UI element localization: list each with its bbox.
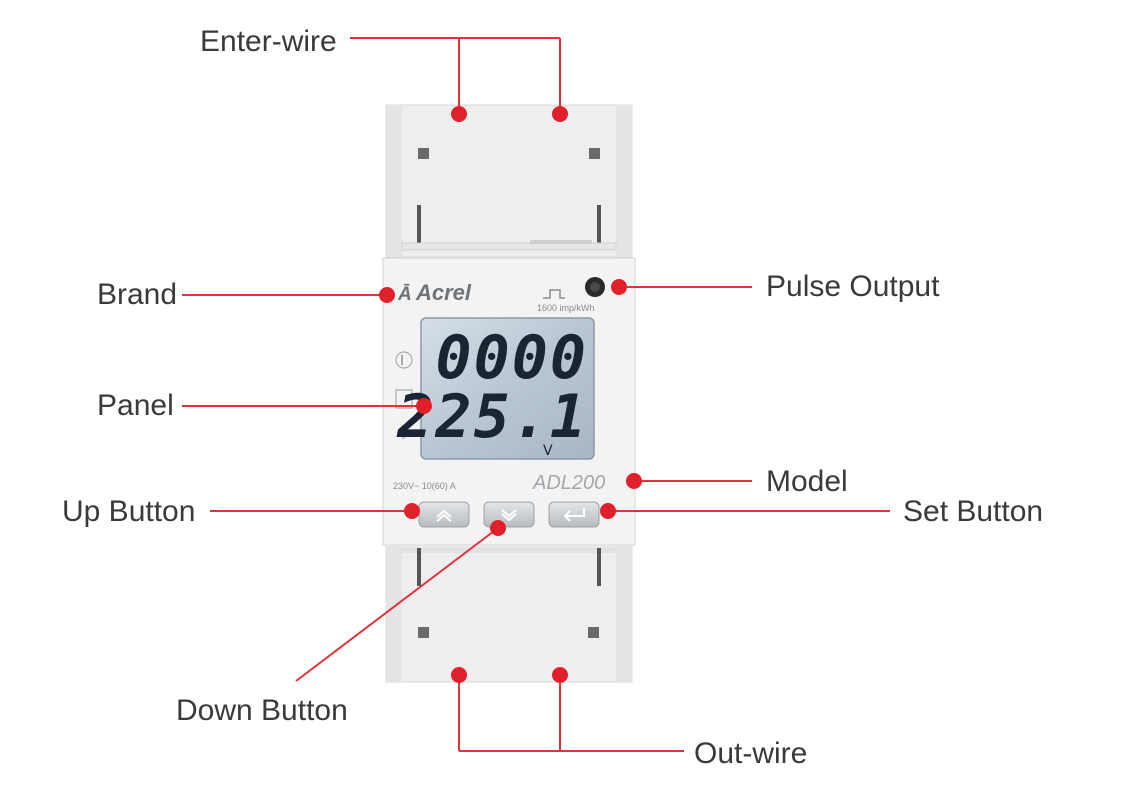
brand-logo-text: Acrel	[415, 280, 472, 305]
lcd-panel: 0000 225.1 V	[396, 317, 595, 460]
up-button-label: Up Button	[62, 495, 195, 528]
out-wire-dot-right	[552, 667, 568, 683]
out-wire-label: Out-wire	[694, 737, 807, 770]
panel-label: Panel	[97, 389, 174, 422]
leader-lines	[182, 37, 890, 752]
down-button-leader	[295, 527, 499, 682]
model-text: ADL200	[532, 472, 605, 494]
screw-hole	[418, 627, 429, 638]
callout-dots	[379, 106, 642, 683]
enter-wire-dot-left	[451, 106, 467, 122]
up-button[interactable]	[418, 501, 470, 528]
seal-icon	[395, 389, 413, 409]
out-wire-dot-left	[451, 667, 467, 683]
out-wire-leader	[458, 676, 684, 752]
enter-wire-label: Enter-wire	[200, 25, 337, 58]
callout-labels: Enter-wire Brand Pulse Output Panel Mode…	[62, 25, 1043, 770]
set-button[interactable]	[548, 501, 600, 528]
panel-dot	[416, 398, 432, 414]
rating-text: 230V~ 10(60) A	[393, 481, 456, 491]
phase-1-icon	[395, 351, 413, 369]
up-button-dot	[404, 503, 420, 519]
screw-hole	[589, 148, 600, 159]
down-button[interactable]	[483, 501, 535, 528]
lcd-line-2: 225.1	[396, 382, 588, 452]
enter-wire-leader	[350, 37, 561, 113]
side-symbols	[395, 351, 413, 439]
chevron-down-icon	[501, 509, 517, 522]
brand-label: Brand	[97, 278, 177, 311]
down-button-label: Down Button	[176, 694, 348, 727]
tick-mark	[402, 425, 405, 439]
enter-icon	[563, 508, 585, 522]
down-button-dot	[490, 520, 506, 536]
pulse-output: 1600 imp/kWh	[537, 277, 605, 313]
brand-logo-mark: Ā	[397, 284, 412, 305]
pulse-output-label: Pulse Output	[766, 270, 940, 303]
pulse-rate-text: 1600 imp/kWh	[537, 303, 595, 313]
model-dot	[626, 473, 642, 489]
set-button-label: Set Button	[903, 495, 1043, 528]
set-button-dot	[600, 503, 616, 519]
model-label: Model	[766, 465, 848, 498]
brand-logo: Ā Acrel	[397, 280, 472, 305]
pulse-output-dot	[611, 279, 627, 295]
lcd-unit: V	[543, 443, 553, 459]
lcd-line-1: 0000	[436, 323, 589, 393]
screw-hole	[418, 148, 429, 159]
brand-dot	[379, 287, 395, 303]
chevron-up-icon	[436, 509, 452, 522]
enter-wire-dot-right	[552, 106, 568, 122]
screw-hole	[588, 627, 599, 638]
pulse-icon	[543, 289, 565, 299]
